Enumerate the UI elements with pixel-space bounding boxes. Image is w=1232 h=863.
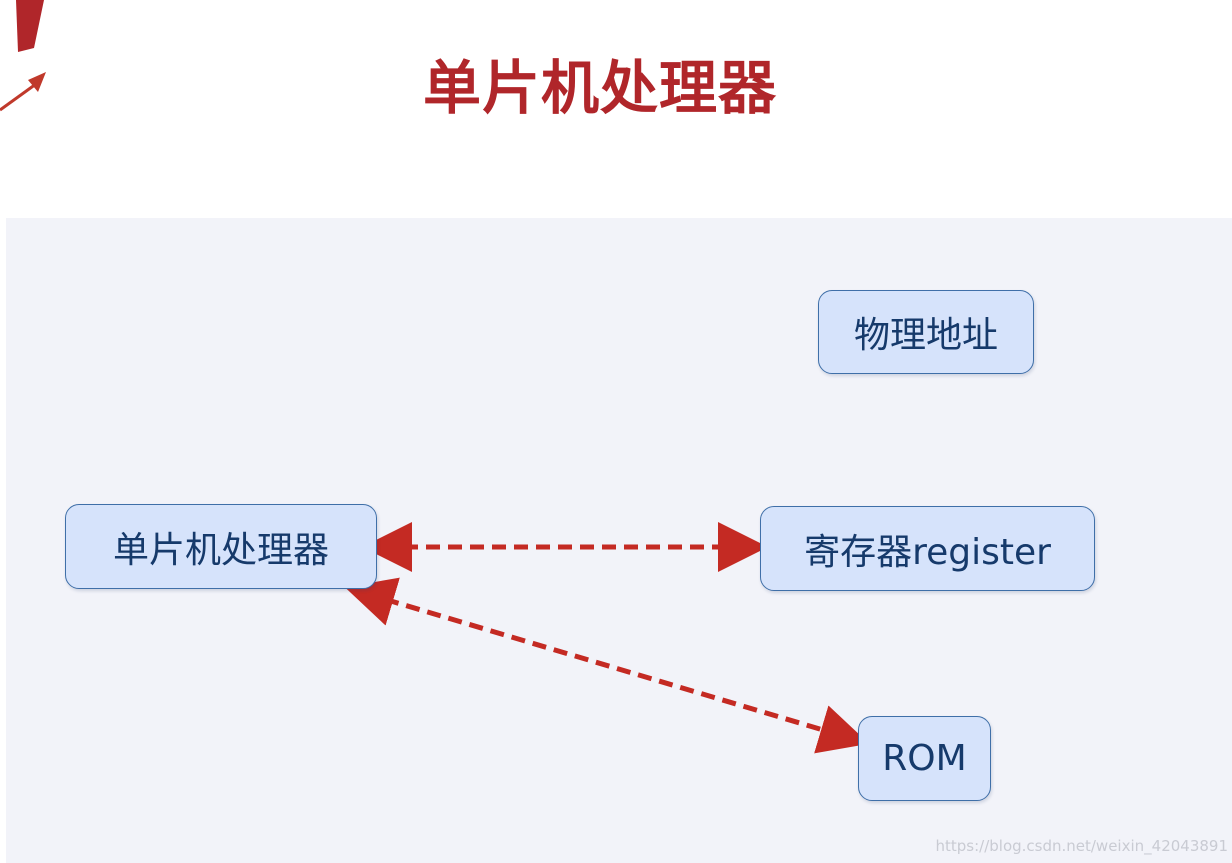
node-register[interactable]: 寄存器register (760, 506, 1095, 591)
logo-mark (0, 0, 46, 112)
node-rom[interactable]: ROM (858, 716, 991, 801)
node-physical-address[interactable]: 物理地址 (818, 290, 1034, 374)
connector-mcu-rom (344, 577, 870, 754)
node-mcu-processor[interactable]: 单片机处理器 (65, 504, 377, 589)
connector-layer (344, 522, 870, 754)
page-title: 单片机处理器 (422, 54, 777, 122)
diagram-panel: 物理地址 单片机处理器 寄存器register ROM https://blog… (6, 218, 1232, 863)
watermark: https://blog.csdn.net/weixin_42043891 (935, 837, 1228, 855)
